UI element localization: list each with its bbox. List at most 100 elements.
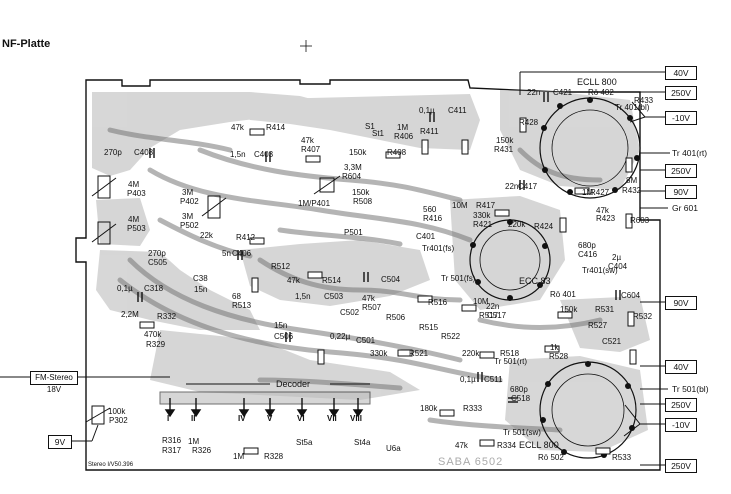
component-label-tr401fs: Tr401(fs): [422, 244, 455, 253]
supply-250v-low: 250V: [665, 398, 697, 412]
component-label-tr401bl: Tr 401(bl): [615, 103, 650, 112]
component-label-r423: R423: [596, 214, 616, 223]
component-label-c401: C401: [416, 232, 436, 241]
component-label-tr501rt: Tr 501(rt): [494, 357, 528, 366]
component-label-r424: R424: [534, 222, 554, 231]
component-label-p503v: 4M: [128, 215, 140, 224]
tube-ro401: Rö 401: [550, 290, 576, 299]
component-label-c417: C417: [518, 182, 538, 191]
component-label-r513: R513: [232, 301, 252, 310]
component-label-c505: C505: [148, 258, 168, 267]
component-label-c518v: 680p: [510, 385, 528, 394]
component-label-r604: R604: [342, 172, 362, 181]
resistors: [139, 117, 637, 455]
component-label-r412: R412: [236, 233, 256, 242]
component-label-r416v: 560: [423, 205, 437, 214]
component-label-tr501sw: Tr 501(sw): [503, 428, 541, 437]
component-label-c318v: 0,1µ: [117, 284, 133, 293]
component-label-r333v: 180k: [420, 404, 438, 413]
component-label-r533: R533: [612, 453, 632, 462]
component-label-p502v: 3M: [182, 212, 194, 221]
supply-90v-mid: 90V: [665, 296, 697, 310]
capacitors: [137, 92, 621, 403]
gr601-label: Gr 601: [672, 203, 698, 213]
signal-st4a: St4a: [354, 438, 371, 447]
component-label-r417v: 10M: [452, 201, 468, 210]
component-label-c404v: 2µ: [612, 253, 622, 262]
component-label-c421v: 22n: [527, 88, 541, 97]
component-label-r328: R328: [264, 452, 284, 461]
component-label-c417v: 22n: [505, 182, 519, 191]
decoder-pin-2: II: [191, 414, 196, 423]
component-label-r510v: 10M: [473, 297, 489, 306]
component-label-r603: R603: [630, 216, 650, 225]
supply-250v-bottom: 250V: [665, 459, 697, 473]
component-label-v270p: 270p: [104, 148, 122, 157]
board-title: NF-Platte: [2, 38, 51, 50]
decoder-label: Decoder: [276, 379, 311, 389]
supply-90v-top: 90V: [665, 185, 697, 199]
supply-minus10v-top: -10V: [665, 111, 697, 125]
component-label-c404: C404: [608, 262, 628, 271]
component-label-v15n: 15n: [194, 285, 208, 294]
component-label-r513v: 68: [232, 292, 241, 301]
tube-ecll800-bottom: ECLL 800: [519, 440, 559, 450]
component-label-p502: P502: [180, 221, 199, 230]
component-label-r326v: 1M: [188, 437, 200, 446]
component-label-r521: R521: [409, 349, 429, 358]
component-label-r326: R326: [192, 446, 212, 455]
supply-9v: 9V: [48, 435, 72, 449]
component-label-c504: C504: [381, 275, 401, 284]
component-label-c517v: 22n: [486, 302, 500, 311]
component-label-c416v: 680p: [578, 241, 596, 250]
component-label-r514: R514: [322, 276, 342, 285]
component-label-r531v: 150k: [560, 305, 578, 314]
component-label-c406v: 5n: [222, 249, 231, 258]
decoder-arrows: [164, 398, 364, 418]
component-label-r407v: 47k: [301, 136, 314, 145]
decoder-pin-5: V: [267, 414, 273, 423]
component-label-c501: C501: [356, 336, 376, 345]
component-label-r406: R406: [394, 132, 414, 141]
component-label-r532: R532: [633, 312, 653, 321]
component-label-r411: R411: [420, 127, 439, 136]
component-label-r528v: 1k: [550, 343, 559, 352]
decoder-pin-8: VIII: [350, 414, 363, 423]
component-label-c502: C502: [340, 308, 360, 317]
crosshair-mark: [300, 40, 312, 52]
component-label-p501: P501: [344, 228, 363, 237]
component-label-c506v: 15n: [274, 321, 288, 330]
component-label-c503v: 1,5n: [295, 292, 311, 301]
component-label-r329: R329: [146, 340, 166, 349]
component-label-r421v: 330k: [473, 211, 491, 220]
component-label-r514v: 47k: [287, 276, 300, 285]
component-label-p302v: 100k: [108, 407, 126, 416]
component-label-c517: C517: [487, 311, 507, 320]
component-label-r604v: 3,3M: [344, 163, 362, 172]
component-label-r517: R517: [479, 311, 499, 320]
component-label-r516: R516: [428, 298, 448, 307]
signal-u6a: U6a: [386, 444, 401, 453]
component-label-r507v: 47k: [362, 294, 375, 303]
component-label-c403v: 1,5n: [230, 150, 246, 159]
supply-40v-top: 40V: [665, 66, 697, 80]
signal-st5a: St5a: [296, 438, 313, 447]
component-label-r407: R407: [301, 145, 321, 154]
component-label-c604: C604: [621, 291, 641, 300]
component-label-r521v: 330k: [370, 349, 388, 358]
component-label-r522: R522: [441, 332, 461, 341]
decoder-pin-6: VI: [297, 414, 305, 423]
component-label-r433: R433: [634, 96, 654, 105]
component-label-c318: C318: [144, 284, 164, 293]
component-label-tr501fs: Tr 501(fs): [441, 274, 476, 283]
board-id: Stereo I/V50.396: [88, 462, 134, 468]
tr501bl-label: Tr 501(bl): [672, 384, 709, 394]
component-label-st1: St1: [372, 129, 385, 138]
tube-ecc83: ECC 83: [519, 276, 551, 286]
component-label-c511: C511: [484, 375, 503, 384]
component-label-c416: C416: [578, 250, 598, 259]
decoder-connector: [159, 391, 371, 405]
component-label-r317: R317: [162, 446, 182, 455]
component-label-r518v: 220k: [462, 349, 480, 358]
